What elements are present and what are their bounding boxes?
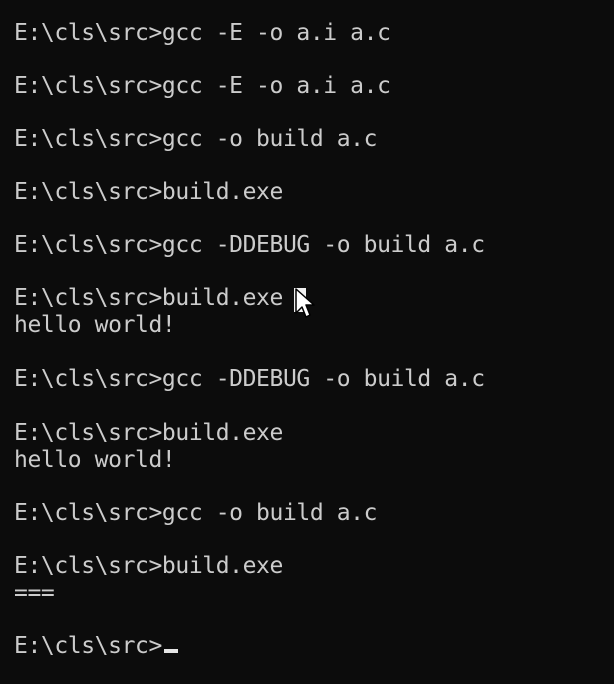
console-line: E:\cls\src>build.exe: [14, 179, 283, 205]
console-line: E:\cls\src>gcc -E -o a.i a.c: [14, 73, 391, 99]
console-line: E:\cls\src>gcc -o build a.c: [14, 500, 378, 526]
console-line: E:\cls\src>gcc -DDEBUG -o build a.c: [14, 232, 485, 258]
console-line: E:\cls\src>build.exe: [14, 285, 297, 311]
console-line: E:\cls\src>gcc -E -o a.i a.c: [14, 20, 391, 46]
console-prompt-line[interactable]: E:\cls\src>: [14, 633, 178, 659]
console-line: E:\cls\src>build.exe: [14, 553, 283, 579]
console-output-line: hello world!: [14, 447, 176, 473]
console-line: E:\cls\src>gcc -o build a.c: [14, 126, 378, 152]
console-line: E:\cls\src>build.exe: [14, 420, 283, 446]
underscore-cursor-icon: [163, 649, 178, 653]
prompt-text: E:\cls\src>: [14, 633, 162, 659]
arrow-cursor-icon: [295, 288, 315, 318]
console-line: E:\cls\src>gcc -DDEBUG -o build a.c: [14, 366, 485, 392]
console-output-line: hello world!: [14, 312, 176, 338]
console-output-line: ===: [14, 580, 55, 606]
